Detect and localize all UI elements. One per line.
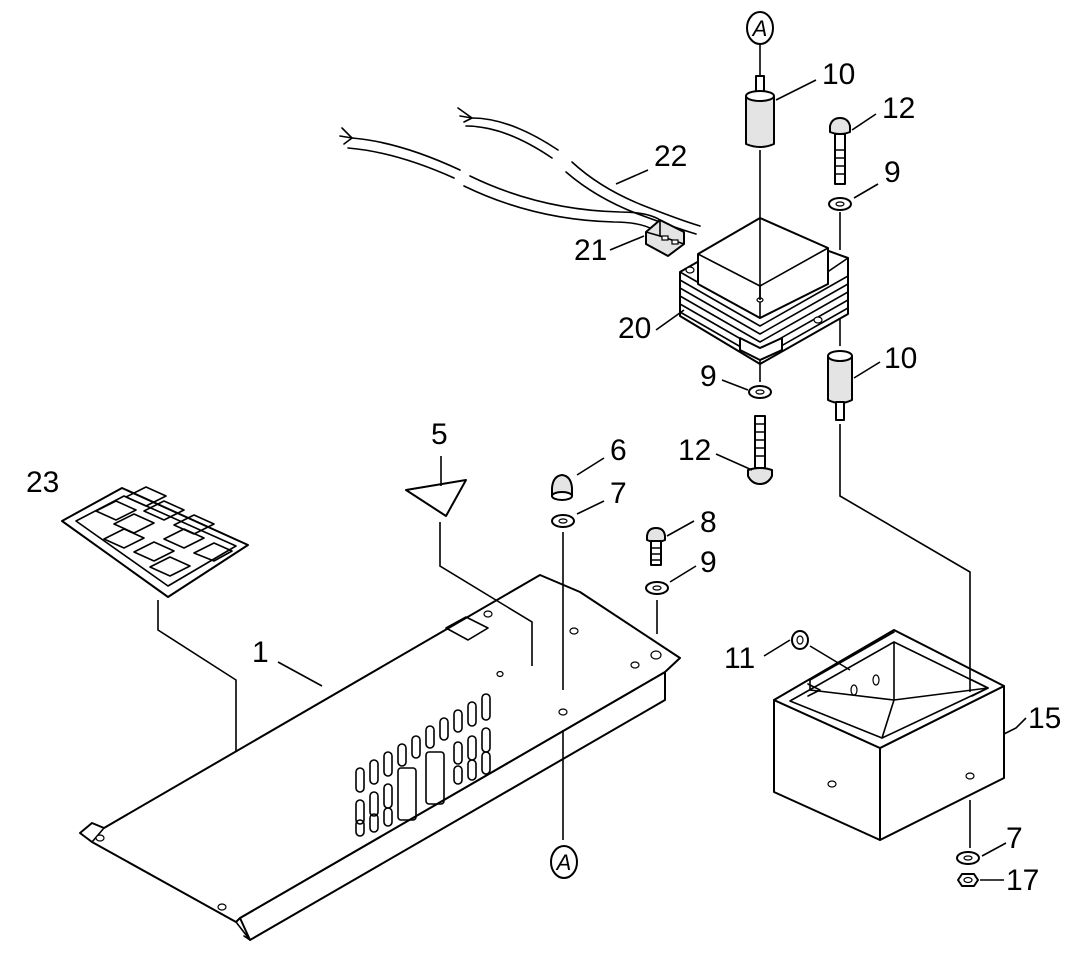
leader-23 <box>157 600 237 810</box>
part-8-bolt <box>646 527 666 566</box>
leader-9a <box>669 565 697 583</box>
leader-8 <box>666 520 695 537</box>
leader-6 <box>576 457 605 476</box>
leader-11 <box>763 639 791 657</box>
part-20-transformer <box>679 217 849 365</box>
callout-12b: 12 <box>678 434 711 467</box>
leader-15 <box>1003 717 1027 735</box>
leader-7b <box>981 842 1007 857</box>
leader-7a <box>576 500 605 515</box>
leader-5 <box>439 522 533 666</box>
callout-7a: 7 <box>610 477 627 510</box>
callout-5: 5 <box>431 418 448 451</box>
callout-7b: 7 <box>1006 822 1023 855</box>
part-15-enclosure-box <box>773 629 1005 841</box>
part-7-washer-right <box>956 851 980 865</box>
leader-9b <box>853 183 879 199</box>
leader-10a <box>775 79 817 101</box>
part-10-standoff-top <box>745 75 775 148</box>
callout-10b: 10 <box>884 342 917 375</box>
part-17-nut <box>957 873 979 887</box>
part-12-bolt-top <box>829 117 851 185</box>
part-1-base-plate <box>79 574 681 941</box>
callout-9b: 9 <box>884 156 901 189</box>
callout-9c: 9 <box>700 360 717 393</box>
part-22-power-cable <box>339 107 701 235</box>
part-23-keypad-label <box>61 486 249 598</box>
vent-slots <box>355 693 491 837</box>
leader-standoff-to-box <box>839 424 971 692</box>
part-9-washer-base <box>645 581 669 595</box>
callout-17: 17 <box>1006 864 1039 897</box>
part-6-cap-nut <box>551 474 573 501</box>
leader-10b <box>853 361 881 379</box>
reference-a-top: A <box>746 11 774 45</box>
callout-labels: 1 5 6 7 8 9 23 10 12 9 22 21 20 9 10 12 … <box>26 58 1061 897</box>
leader-21 <box>609 235 645 251</box>
callout-11: 11 <box>724 642 755 675</box>
callout-6: 6 <box>610 434 627 467</box>
callout-15: 15 <box>1028 702 1061 735</box>
callout-21: 21 <box>574 234 607 267</box>
part-5-warning-triangle <box>405 479 467 517</box>
part-10-standoff-bottom <box>827 350 853 421</box>
leader-12a <box>851 113 877 131</box>
leader-12b <box>715 453 753 471</box>
callout-1: 1 <box>252 636 269 669</box>
callout-22: 22 <box>654 140 687 173</box>
reference-a-top-label: A <box>751 16 768 41</box>
leader-1 <box>277 661 323 687</box>
callout-12a: 12 <box>882 92 915 125</box>
part-7-washer <box>551 514 575 528</box>
reference-a-bottom-label: A <box>555 850 572 875</box>
part-11-grommet <box>791 630 809 650</box>
part-9-washer-top <box>828 197 852 211</box>
callout-9a: 9 <box>700 546 717 579</box>
leader-9c <box>721 379 749 391</box>
part-9-washer-lower <box>748 385 772 399</box>
callout-10a: 10 <box>822 58 855 91</box>
callout-20: 20 <box>618 312 651 345</box>
reference-a-bottom: A <box>550 845 578 879</box>
leader-20 <box>655 309 685 331</box>
callout-8: 8 <box>700 506 717 539</box>
callout-23: 23 <box>26 466 59 499</box>
part-12-bolt-lower <box>747 415 773 485</box>
part-21-connector <box>645 219 685 257</box>
leader-22 <box>615 169 649 185</box>
